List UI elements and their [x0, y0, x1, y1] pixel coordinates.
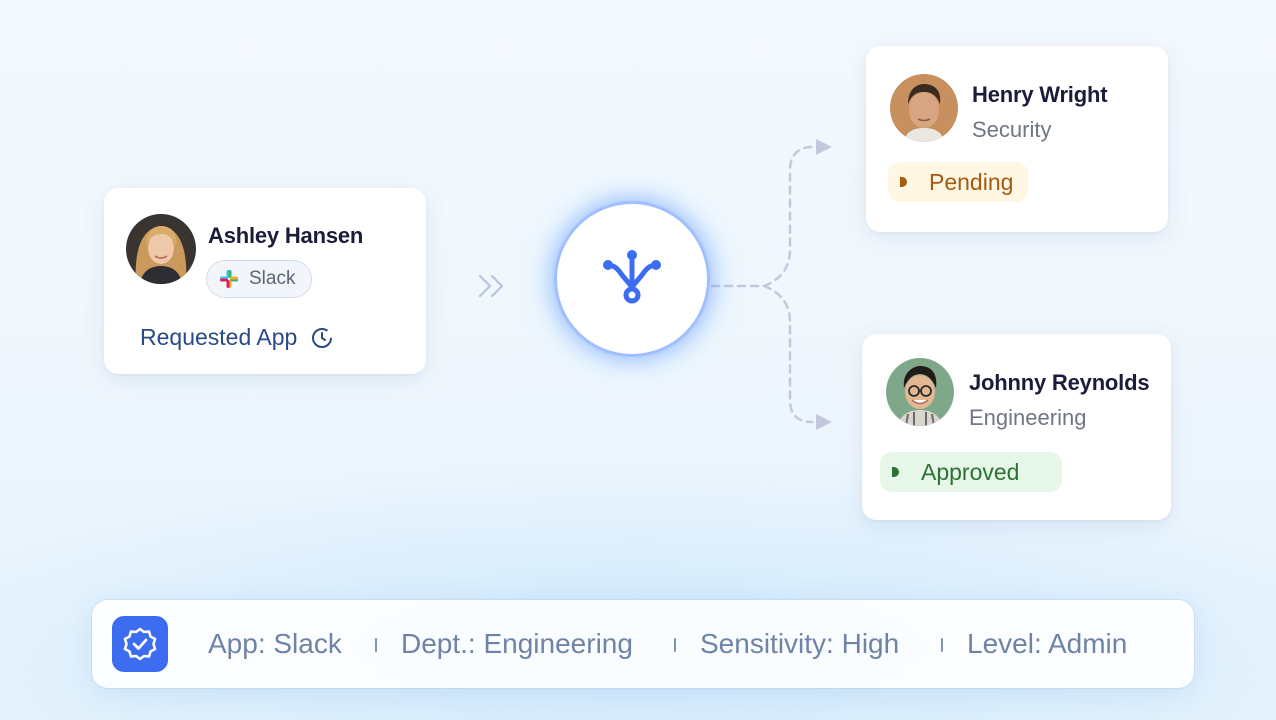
requester-card[interactable]: Ashley Hansen Slack Requested App [104, 188, 426, 374]
status-dot [900, 177, 907, 187]
status-badge-label: Pending [929, 168, 1014, 195]
divider [941, 638, 943, 652]
double-chevron-icon [478, 274, 504, 298]
meta-dept: Dept.: Engineering [401, 628, 633, 659]
approver-card-henry[interactable]: Henry Wright Security Pending [866, 46, 1168, 232]
verified-badge [112, 616, 168, 672]
divider [674, 638, 676, 652]
app-chip-slack[interactable]: Slack [206, 260, 312, 298]
status-badge-label: Approved [921, 458, 1020, 485]
avatar-henry [890, 74, 958, 142]
metadata-bar: App: Slack Dept.: Engineering Sensitivit… [92, 600, 1194, 688]
status-badge-pending: Pending [888, 162, 1028, 202]
request-status: Requested App [140, 324, 333, 351]
meta-sensitivity: Sensitivity: High [700, 628, 900, 659]
status-badge-approved: Approved [880, 452, 1062, 492]
request-status-label: Requested App [140, 324, 298, 350]
approver-name: Johnny Reynolds [969, 370, 1150, 395]
approver-card-johnny[interactable]: Johnny Reynolds Engineering Approved [862, 334, 1171, 520]
app-chip-label: Slack [249, 268, 296, 289]
avatar-johnny [886, 358, 954, 426]
meta-level: Level: Admin [967, 628, 1128, 659]
workflow-hub[interactable] [557, 204, 707, 354]
verified-badge-icon [123, 627, 157, 661]
status-dot [892, 467, 899, 477]
clock-icon [312, 327, 333, 348]
arrow-head-icon [816, 139, 832, 155]
approver-department: Security [972, 117, 1052, 142]
workflow-nodes-icon [603, 250, 661, 304]
approver-department: Engineering [969, 405, 1087, 430]
slack-logo-icon [220, 270, 238, 288]
avatar-ashley [126, 214, 196, 284]
meta-app: App: Slack [208, 628, 342, 659]
divider [375, 638, 377, 652]
requester-name: Ashley Hansen [208, 223, 364, 248]
approver-name: Henry Wright [972, 82, 1108, 107]
arrow-head-icon [816, 414, 832, 430]
